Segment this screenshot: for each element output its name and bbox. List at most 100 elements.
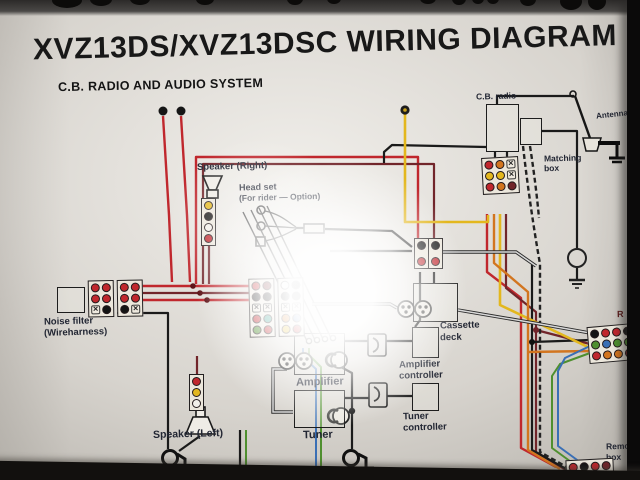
connector-pin — [263, 325, 273, 335]
connector-pin: ✕ — [262, 303, 273, 313]
connector-pin — [495, 159, 505, 170]
connector-pin — [590, 340, 601, 350]
connector-pin: ✕ — [506, 170, 517, 180]
connector-pin-row — [251, 292, 272, 302]
binding-blob — [130, 0, 150, 5]
connector-pin — [600, 328, 611, 338]
connector-pin — [484, 171, 495, 181]
connector-pin — [495, 170, 506, 181]
connector-pin — [601, 339, 612, 349]
connector-pin-row — [204, 223, 213, 232]
connector-pin: ✕ — [291, 302, 302, 312]
connector-block: ✕✕ — [248, 278, 276, 338]
cb-radio-connector: ✕✕ — [481, 156, 520, 195]
connector-pin — [101, 283, 111, 293]
connector-pin-row — [431, 257, 440, 266]
connector-pin-row — [251, 281, 272, 291]
cb-radio-label: C.B. radio — [475, 90, 517, 102]
tuner-controller-box — [412, 383, 439, 411]
connector-pin — [192, 377, 201, 386]
connector-pin-row: ✕ — [484, 159, 516, 170]
connector-pin-row — [280, 280, 301, 290]
connector-pin — [102, 305, 112, 315]
connector-pin-row — [281, 324, 302, 334]
connector-pin — [431, 257, 440, 266]
binding-blob — [90, 0, 112, 6]
connector-pin — [204, 212, 213, 221]
connector-pin-row — [119, 282, 140, 292]
cassette-deck-label-1: Cassette — [439, 319, 480, 332]
connector-pin: ✕ — [251, 303, 262, 313]
connector-pin-row — [192, 377, 201, 386]
connector-pin-row — [204, 212, 213, 221]
connector-pin — [601, 460, 611, 471]
connector-pin — [602, 350, 613, 360]
matching-box — [520, 118, 542, 145]
connector-pin — [612, 338, 623, 348]
binding-blob — [472, 0, 484, 4]
connector-pin — [589, 329, 600, 339]
connector-pin — [591, 351, 602, 361]
matching-box-label-2: box — [543, 162, 560, 174]
edge-text-fragment-1: R — [616, 308, 624, 320]
connector-block: ✕ — [87, 280, 115, 318]
connector-pin — [611, 327, 622, 337]
connector-pin — [192, 388, 201, 397]
cassette-deck-label-2: deck — [439, 331, 462, 344]
antenna-icon — [569, 90, 625, 164]
connector-pin: ✕ — [506, 159, 516, 169]
amplifier-controller-box — [412, 327, 439, 358]
connector-pin — [192, 399, 201, 408]
connector-pin-row — [417, 257, 426, 266]
connector-pin-row — [90, 283, 111, 293]
connector-pin-row — [252, 314, 273, 324]
connector-pin-row — [417, 241, 426, 250]
binding-blob — [196, 0, 214, 5]
connector-pin — [431, 241, 440, 250]
speaker-right-connector — [201, 198, 216, 246]
connector-pin — [496, 181, 506, 192]
photo-top-edge — [0, 0, 640, 16]
mid-connector-left — [414, 238, 429, 269]
connector-pin-row: ✕ — [484, 170, 517, 181]
connector-pin — [281, 324, 291, 334]
connector-pin — [90, 294, 101, 304]
connector-pin — [101, 294, 112, 304]
connector-pin — [252, 325, 262, 335]
connector-pin-row — [431, 241, 440, 250]
connector-pin: ✕ — [280, 302, 291, 312]
binding-blob — [452, 0, 466, 5]
connector-pin — [120, 304, 130, 314]
connector-pin-row — [119, 293, 141, 303]
connector-pin — [252, 314, 262, 324]
connector-pin-row — [192, 388, 201, 397]
connector-pin-row — [204, 234, 213, 243]
tuner-label: Tuner — [302, 428, 333, 442]
connector-pin-row — [485, 181, 517, 192]
connector-pin — [262, 281, 272, 291]
connector-pin — [507, 181, 517, 191]
connector-pin: ✕ — [91, 305, 101, 315]
speaker-left-label: Speaker (Left) — [152, 427, 224, 441]
connector-pin — [204, 223, 213, 232]
connector-pin — [280, 291, 290, 301]
connector-pin-row: ✕ — [91, 305, 112, 315]
connector-pin — [251, 281, 261, 291]
connector-pin — [417, 257, 426, 266]
connector-block: ✕ — [116, 279, 144, 317]
binding-blob — [588, 0, 606, 10]
noise-filter-label-2: (Wireharness) — [43, 326, 108, 339]
connector-pin — [485, 182, 495, 192]
binding-blob — [287, 0, 303, 5]
connector-pin — [119, 282, 129, 292]
connector-pin-row: ✕✕ — [280, 302, 302, 312]
connector-pin — [291, 291, 301, 301]
connector-pin-row — [281, 313, 302, 323]
connector-pin — [417, 241, 426, 250]
binding-blob — [487, 0, 499, 4]
connector-pin-row — [204, 201, 213, 210]
speaker-left-connector — [189, 374, 204, 411]
speaker-right-label: Speaker (Right) — [196, 160, 268, 173]
